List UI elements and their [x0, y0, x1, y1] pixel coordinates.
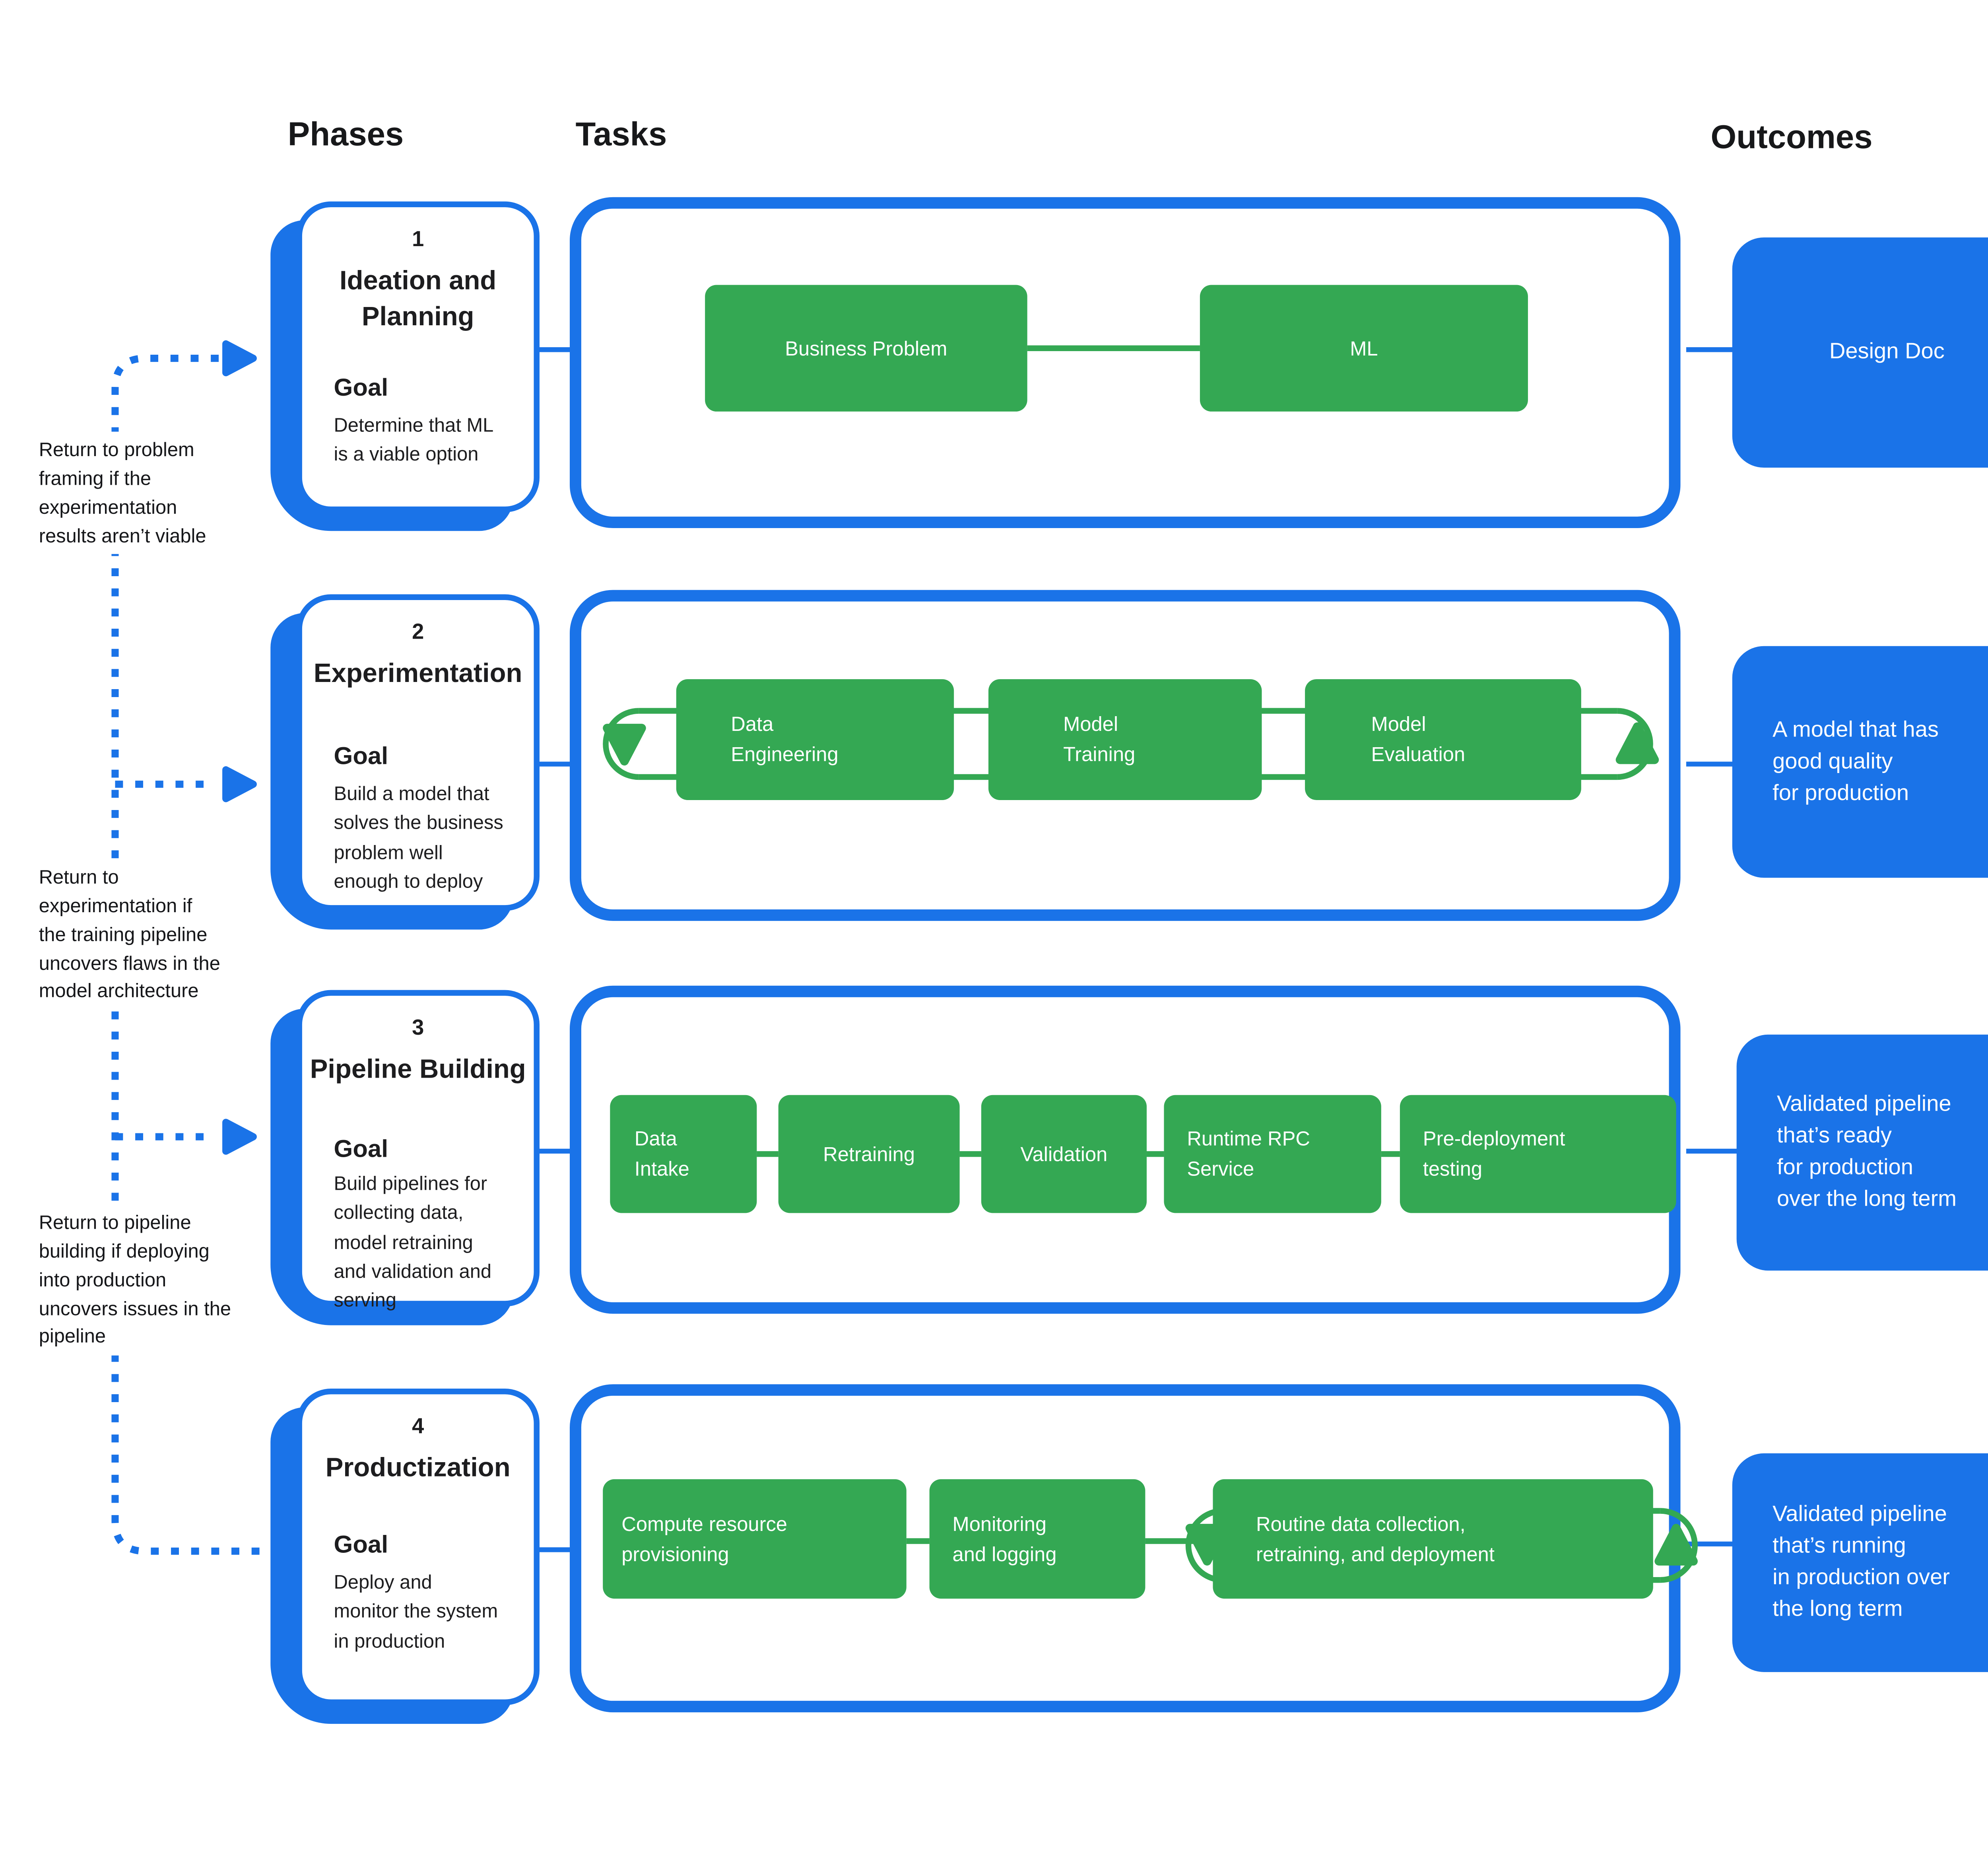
task-routine-data-collection: Routine data collection, retraining, and…	[1213, 1479, 1653, 1599]
task-monitoring-and-logging: Monitoring and logging	[929, 1479, 1145, 1599]
task-pre-deployment-testing: Pre-deployment testing	[1400, 1095, 1676, 1213]
phase-1-goal-label: Goal	[334, 374, 388, 402]
phase-1-number: 1	[412, 227, 424, 252]
phase-3-title: Pipeline Building	[310, 1053, 526, 1084]
dotted-feedback-rails	[111, 354, 274, 1555]
task-compute-resource-provisioning: Compute resource provisioning	[603, 1479, 907, 1599]
task-model-evaluation: Model Evaluation	[1305, 679, 1581, 800]
phase-3-card: 3 Pipeline Building Goal Build pipelines…	[296, 990, 540, 1311]
phase-3-goal-label: Goal	[334, 1135, 388, 1163]
outcome-model-quality: A model that has good quality for produc…	[1732, 646, 1988, 878]
arrowhead-phase3-icon	[222, 1119, 257, 1155]
phase-4-goal-label: Goal	[334, 1531, 388, 1558]
phase-2-goal-label: Goal	[334, 742, 388, 770]
phase-3-goal-text: Build pipelines for collecting data, mod…	[334, 1173, 492, 1311]
outcome-validated-pipeline-ready: Validated pipeline that’s ready for prod…	[1736, 1034, 1988, 1271]
feedback-arrowheads	[222, 340, 257, 1155]
phase-4-goal-text: Deploy and monitor the system in product…	[334, 1571, 498, 1651]
task-data-intake: Data Intake	[610, 1095, 757, 1213]
outcome-design-doc: Design Doc	[1732, 237, 1988, 468]
task-data-engineering: Data Engineering	[676, 679, 954, 800]
outcome-validated-pipeline-running: Validated pipeline that’s running in pro…	[1732, 1453, 1988, 1672]
phase-2-title: Experimentation	[313, 657, 522, 688]
phase-2-goal-text: Build a model that solves the business p…	[334, 783, 503, 892]
arrowhead-phase2-icon	[222, 766, 257, 802]
task-model-training: Model Training	[988, 679, 1262, 800]
phase-2-card: 2 Experimentation Goal Build a model tha…	[296, 594, 540, 911]
task-runtime-rpc-service: Runtime RPC Service	[1164, 1095, 1381, 1213]
column-header-tasks: Tasks	[575, 115, 667, 153]
solid-blue-connectors	[526, 347, 1750, 1552]
phase-1-goal-text: Determine that ML is a viable option	[334, 414, 494, 465]
phase-1-title: Ideation and Planning	[340, 264, 497, 331]
column-header-outcomes: Outcomes	[1710, 118, 1873, 155]
phase-4-card: 4 Productization Goal Deploy and monitor…	[296, 1388, 540, 1706]
phase-2-number: 2	[412, 620, 424, 645]
phase-4-title: Productization	[325, 1452, 511, 1482]
annotation-return-problem-framing: Return to problem framing if the experim…	[39, 431, 248, 555]
phase-4-number: 4	[412, 1414, 424, 1439]
phase-3-number: 3	[412, 1016, 424, 1041]
task-business-problem: Business Problem	[705, 285, 1027, 412]
phase-1-card: 1 Ideation and Planning Goal Determine t…	[296, 201, 540, 513]
task-ml: ML	[1200, 285, 1528, 412]
column-header-phases: Phases	[287, 115, 404, 153]
task-validation: Validation	[981, 1095, 1147, 1213]
annotation-return-experimentation: Return to experimentation if the trainin…	[39, 859, 258, 1011]
task-retraining: Retraining	[778, 1095, 960, 1213]
arrowhead-phase1-icon	[222, 340, 257, 377]
annotation-return-pipeline-building: Return to pipeline building if deploying…	[39, 1204, 266, 1356]
